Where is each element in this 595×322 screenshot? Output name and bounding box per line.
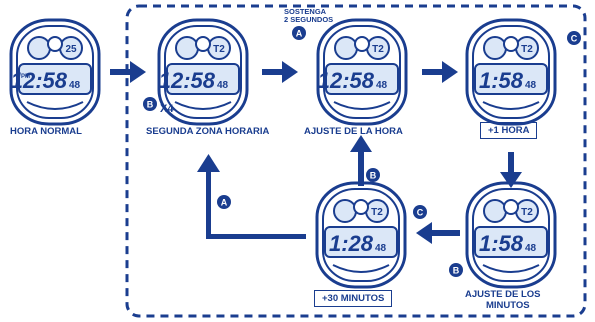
seconds-readout: 48 — [376, 80, 388, 91]
svg-text:A: A — [221, 198, 228, 208]
label-plus-one-hour: +1 HORA — [480, 122, 538, 139]
label-hour-set: AJUSTE DE LA HORA — [304, 126, 403, 137]
main-time-readout: 12:58 — [159, 68, 216, 93]
svg-text:C: C — [571, 34, 578, 44]
top-readout: T2 — [521, 207, 533, 218]
top-readout: T2 — [521, 44, 533, 55]
sub-dial-center — [354, 36, 370, 52]
arrow-hour-to-plus-head — [442, 61, 458, 83]
label-second-zone: SEGUNDA ZONA HORARIA — [146, 126, 270, 137]
sub-dial-center — [353, 199, 369, 215]
arrow-plus-to-minute — [508, 152, 514, 174]
arrow-zone-to-hour-head — [282, 61, 298, 83]
top-readout: T2 — [372, 44, 384, 55]
arrow-minute-to-thirty — [430, 230, 460, 236]
arrow-normal-to-zone — [110, 69, 132, 75]
arrow-thirty-to-hour-head — [350, 135, 372, 152]
sub-dial-center — [47, 36, 63, 52]
seconds-readout: 48 — [525, 80, 537, 91]
top-readout: 25 — [65, 44, 77, 55]
sub-dial-center — [503, 199, 519, 215]
label-times-four: X4 — [160, 103, 174, 115]
arrow-thirty-to-hour — [358, 150, 364, 186]
arrow-thirty-to-zone-h — [206, 234, 306, 239]
top-readout: T2 — [371, 207, 383, 218]
label-hold-line1: SOSTENGA — [284, 7, 327, 16]
sub-dial-center — [503, 36, 519, 52]
flow-arrows — [110, 61, 522, 244]
svg-text:B: B — [147, 100, 154, 110]
button-a-marker: A — [292, 26, 306, 40]
label-normal-time: HORA NORMAL — [10, 126, 82, 137]
svg-text:C: C — [417, 208, 424, 218]
main-time-readout: 1:58 — [479, 231, 524, 256]
seconds-readout: 48 — [525, 243, 537, 254]
label-minute-set-line1: AJUSTE DE LOS — [465, 289, 541, 300]
main-time-readout: 12:58 — [11, 68, 68, 93]
setting-mode-region — [125, 4, 587, 318]
arrow-thirty-to-zone-v — [206, 170, 211, 239]
button-b-marker: B — [449, 263, 463, 277]
label-plus-thirty: +30 MINUTOS — [314, 290, 393, 307]
button-c-marker: C — [413, 205, 427, 219]
top-readout: T2 — [213, 44, 225, 55]
arrow-minute-to-thirty-head — [416, 222, 432, 244]
svg-text:A: A — [296, 29, 303, 39]
arrow-hour-to-plus — [422, 69, 444, 75]
sub-dial-center — [195, 36, 211, 52]
lcd-panel — [18, 63, 92, 95]
sub-dial-left — [483, 199, 507, 223]
seconds-readout: 48 — [217, 80, 229, 91]
main-time-readout: 12:58 — [318, 68, 375, 93]
lcd-panel — [325, 63, 399, 95]
button-a-marker: A — [217, 195, 231, 209]
svg-text:B: B — [453, 266, 460, 276]
sub-dial-left — [27, 36, 51, 60]
sub-dial-left — [333, 199, 357, 223]
sub-dial-left — [334, 36, 358, 60]
label-minute-set-line2: MINUTOS — [486, 300, 530, 311]
label-hold-line2: 2 SEGUNDOS — [284, 15, 334, 24]
arrow-thirty-to-zone-head — [197, 154, 220, 172]
seconds-readout: 48 — [375, 243, 387, 254]
ampm-indicator: PM — [21, 74, 30, 80]
seconds-readout: 48 — [69, 80, 81, 91]
arrow-zone-to-hour — [262, 69, 284, 75]
button-c-marker: C — [567, 31, 581, 45]
button-b-marker: B — [366, 168, 380, 182]
svg-text:B: B — [370, 171, 377, 181]
lcd-panel — [474, 226, 548, 258]
lcd-panel — [474, 63, 548, 95]
sub-dial-left — [175, 36, 199, 60]
main-time-readout: 1:58 — [479, 68, 524, 93]
lcd-panel — [324, 226, 398, 258]
arrow-plus-to-minute-head — [500, 172, 522, 188]
main-time-readout: 1:28 — [329, 231, 374, 256]
button-b-marker: B — [143, 97, 157, 111]
arrow-normal-to-zone-head — [130, 61, 146, 83]
lcd-panel — [166, 63, 240, 95]
sub-dial-left — [483, 36, 507, 60]
